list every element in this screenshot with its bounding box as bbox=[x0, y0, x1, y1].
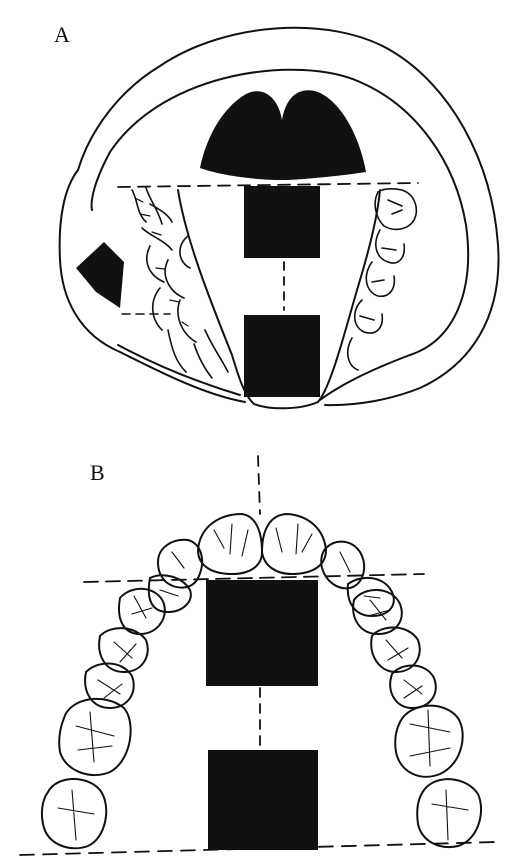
tongue-shape bbox=[200, 90, 366, 180]
central-incisor-left bbox=[198, 514, 262, 574]
a-left-black-tab bbox=[76, 242, 124, 308]
left-molar-1 bbox=[59, 699, 130, 775]
a-upper-black-square bbox=[244, 186, 320, 258]
a-lower-black-square bbox=[244, 315, 320, 397]
lateral-incisor-right bbox=[321, 542, 364, 589]
b-top-midline-ref bbox=[258, 456, 260, 514]
left-teeth-row bbox=[132, 188, 228, 378]
right-molar-2 bbox=[417, 779, 481, 847]
b-lower-black-square bbox=[208, 750, 318, 850]
panel-b-fills bbox=[206, 580, 318, 850]
b-upper-black-square bbox=[206, 580, 318, 686]
central-incisor-right bbox=[262, 514, 326, 574]
right-teeth-row bbox=[348, 189, 417, 370]
